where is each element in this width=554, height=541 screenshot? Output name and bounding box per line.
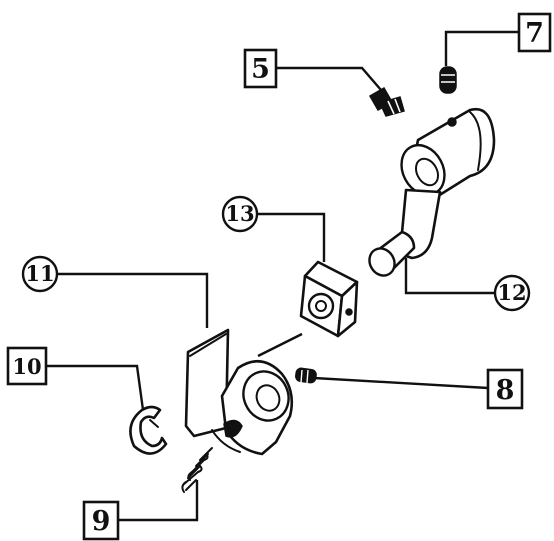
svg-text:7: 7 <box>525 18 544 49</box>
screw-part-5 <box>368 86 405 117</box>
spring-part-9 <box>181 447 213 493</box>
assembly-axis-line <box>257 332 303 358</box>
callout-13: 13 <box>221 195 259 233</box>
leader-7 <box>444 30 519 66</box>
leader-11 <box>57 272 209 328</box>
svg-text:12: 12 <box>497 280 526 305</box>
callout-9: 9 <box>82 500 120 541</box>
set-screw-part-8 <box>295 367 317 384</box>
svg-text:5: 5 <box>251 54 270 85</box>
bracket-part-11 <box>184 328 294 456</box>
leader-5 <box>276 66 382 91</box>
set-screw-part-7 <box>439 66 457 94</box>
callout-8: 8 <box>486 368 524 410</box>
leader-13 <box>257 212 326 262</box>
svg-text:9: 9 <box>92 506 111 537</box>
block-part-13 <box>299 260 359 338</box>
callout-7: 7 <box>517 12 552 53</box>
callout-12: 12 <box>493 274 531 312</box>
callout-11: 11 <box>21 255 59 293</box>
leader-9 <box>118 480 199 522</box>
crank-arm-part-12 <box>368 107 496 277</box>
e-clip-part-10 <box>129 405 168 455</box>
leader-10 <box>46 364 145 411</box>
svg-text:10: 10 <box>12 354 41 379</box>
leader-8 <box>313 376 489 390</box>
svg-text:13: 13 <box>225 201 254 226</box>
leader-12 <box>404 258 495 295</box>
svg-text:8: 8 <box>496 375 515 406</box>
svg-text:11: 11 <box>25 261 54 286</box>
callout-5: 5 <box>243 48 278 89</box>
callout-10: 10 <box>6 346 48 386</box>
